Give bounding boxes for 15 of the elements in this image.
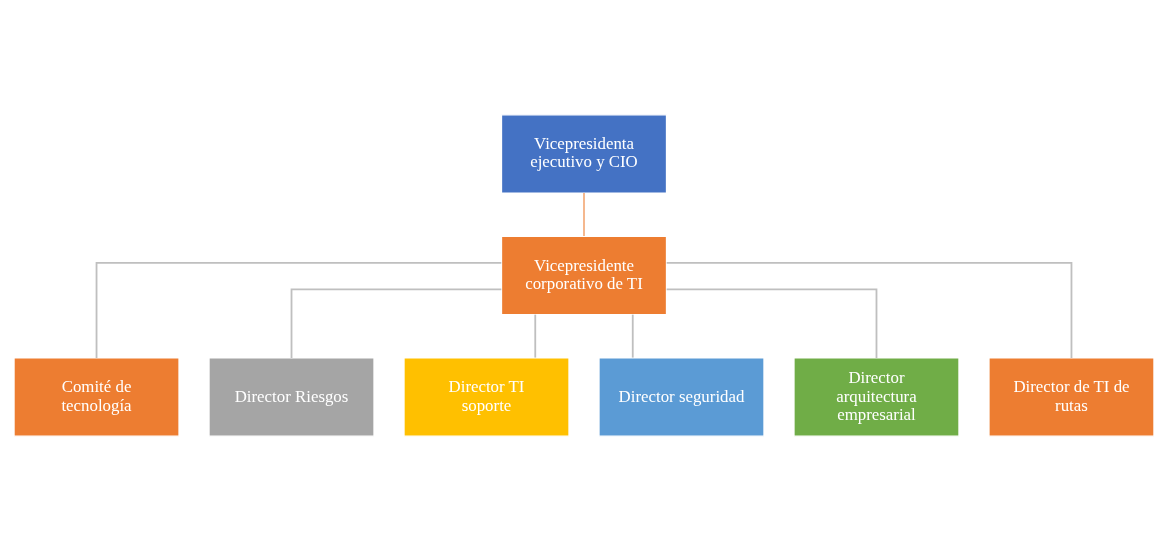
connector: [534, 313, 537, 359]
node-box: Comité de tecnología: [13, 357, 180, 437]
connector: [631, 313, 634, 359]
connector: [290, 288, 503, 359]
connector: [583, 192, 585, 237]
node-box: Vicepresidenta ejecutivo y CIO: [500, 114, 668, 194]
node-box: Vicepresidente corporativo de TI: [500, 235, 668, 316]
connector: [95, 261, 503, 359]
node-box: Director arquitectura empresarial: [793, 357, 960, 437]
node-box: Director TI soporte: [403, 357, 570, 437]
node-box: Director Riesgos: [208, 357, 375, 437]
connector: [665, 261, 1073, 359]
node-box: Director de TI de rutas: [988, 357, 1155, 437]
node-box: Director seguridad: [598, 357, 765, 437]
connector: [665, 288, 878, 359]
